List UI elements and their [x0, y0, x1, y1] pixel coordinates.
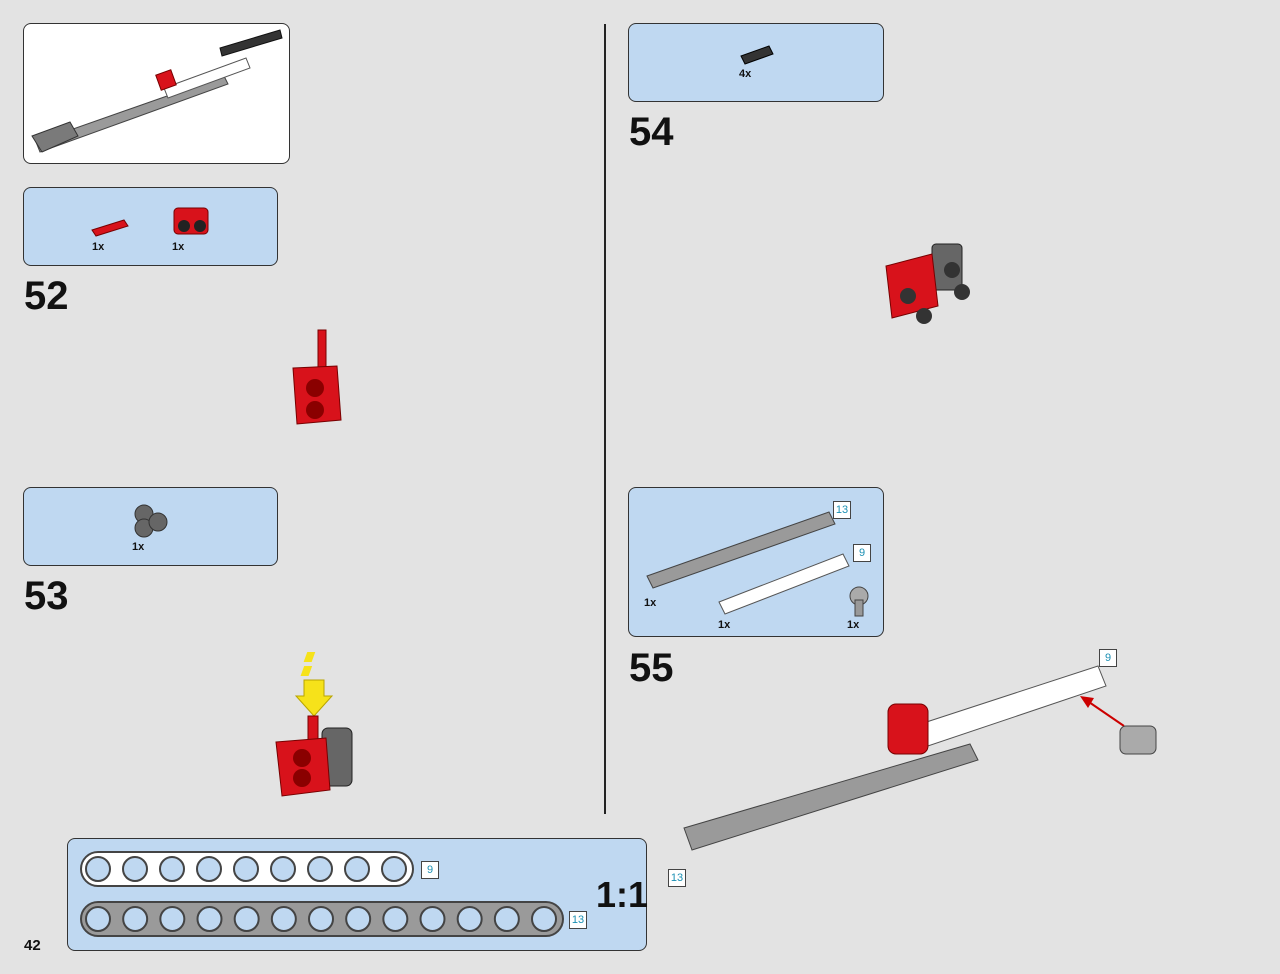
step-52-assembly-image — [292, 329, 342, 425]
step-55-parts-panel: 13 1x 9 1x 1x — [628, 487, 884, 637]
step-55-assembly-image — [683, 665, 1157, 851]
grey-axle-connector-part-icon — [849, 586, 869, 617]
beam-hole — [270, 856, 296, 882]
beam-hole — [419, 906, 446, 932]
yellow-insert-arrow-icon — [294, 679, 334, 717]
callout-beam-9-label: 9 — [1099, 649, 1117, 667]
beam-hole — [122, 856, 148, 882]
callout-beam-13-label: 13 — [668, 869, 686, 887]
ruler-beam-9-label: 9 — [421, 861, 439, 879]
beam-hole — [233, 856, 259, 882]
step-52-number: 52 — [24, 274, 69, 318]
red-connector-part-icon — [173, 207, 209, 235]
beam-hole — [85, 906, 111, 932]
step-54-number: 54 — [629, 110, 674, 154]
step-53-assembly-image — [275, 652, 353, 797]
beam-hole — [345, 906, 372, 932]
beam-hole — [344, 856, 370, 882]
ruler-beam-9 — [80, 851, 414, 887]
beam-hole — [122, 906, 149, 932]
step-52-part-1-qty: 1x — [92, 241, 105, 253]
step-54-assembly-image — [885, 243, 970, 324]
page-divider — [604, 24, 606, 814]
beam-hole — [382, 906, 409, 932]
step-55-number: 55 — [629, 646, 674, 690]
beam-hole — [196, 906, 223, 932]
beam-hole — [308, 906, 334, 932]
step-53-parts-panel: 1x — [23, 487, 278, 566]
step-52-parts-panel: 1x 1x — [23, 187, 278, 266]
white-beam-9-part-icon — [718, 553, 850, 615]
step-55-part-1-qty: 1x — [644, 597, 657, 609]
beam-hole — [381, 856, 407, 882]
step-52-part-2-qty: 1x — [172, 241, 185, 253]
grey-beam-13-part-icon — [646, 511, 836, 589]
beam-hole — [456, 906, 483, 932]
step-55-part-3-qty: 1x — [847, 619, 860, 631]
part-9-length-label: 9 — [853, 544, 871, 562]
assembly-preview-image — [31, 29, 283, 153]
step-54-part-1-qty: 4x — [739, 68, 752, 80]
beam-hole — [233, 906, 260, 932]
grey-connector-part-icon — [134, 504, 168, 538]
ruler-beam-13-label: 13 — [569, 911, 587, 929]
ruler-beam-13 — [80, 901, 564, 937]
beam-hole — [196, 856, 222, 882]
assembly-preview-box — [23, 23, 290, 164]
beam-hole — [307, 856, 333, 882]
beam-hole — [159, 906, 186, 932]
red-pin-part-icon — [91, 219, 129, 237]
beam-hole — [159, 856, 185, 882]
step-55-part-2-qty: 1x — [718, 619, 731, 631]
beam-hole — [493, 906, 520, 932]
ruler-panel: 9 13 — [67, 838, 647, 951]
part-13-length-label: 13 — [833, 501, 851, 519]
scale-label: 1:1 — [596, 874, 649, 915]
red-insert-arrow-icon — [1080, 696, 1094, 708]
step-53-number: 53 — [24, 574, 69, 618]
step-54-parts-panel: 4x — [628, 23, 884, 102]
page-number: 42 — [24, 937, 41, 954]
beam-hole — [85, 856, 111, 882]
beam-hole — [531, 906, 557, 932]
beam-hole — [270, 906, 297, 932]
step-53-part-1-qty: 1x — [132, 541, 145, 553]
black-pin-part-icon — [740, 45, 774, 65]
